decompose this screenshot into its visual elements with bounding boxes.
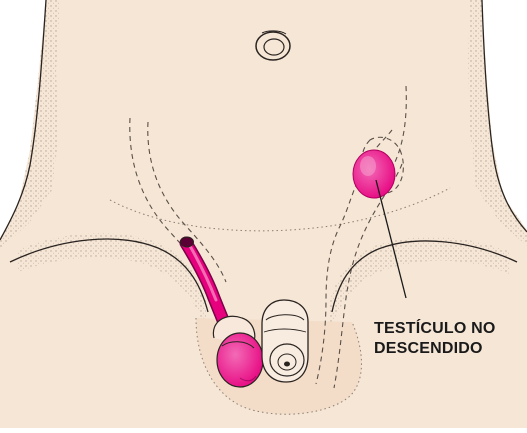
penis-icon — [262, 300, 308, 382]
label-line-1: TESTÍCULO NO — [374, 318, 496, 337]
undescended-testis-icon — [353, 150, 395, 198]
label-line-2: DESCENDIDO — [374, 340, 483, 357]
